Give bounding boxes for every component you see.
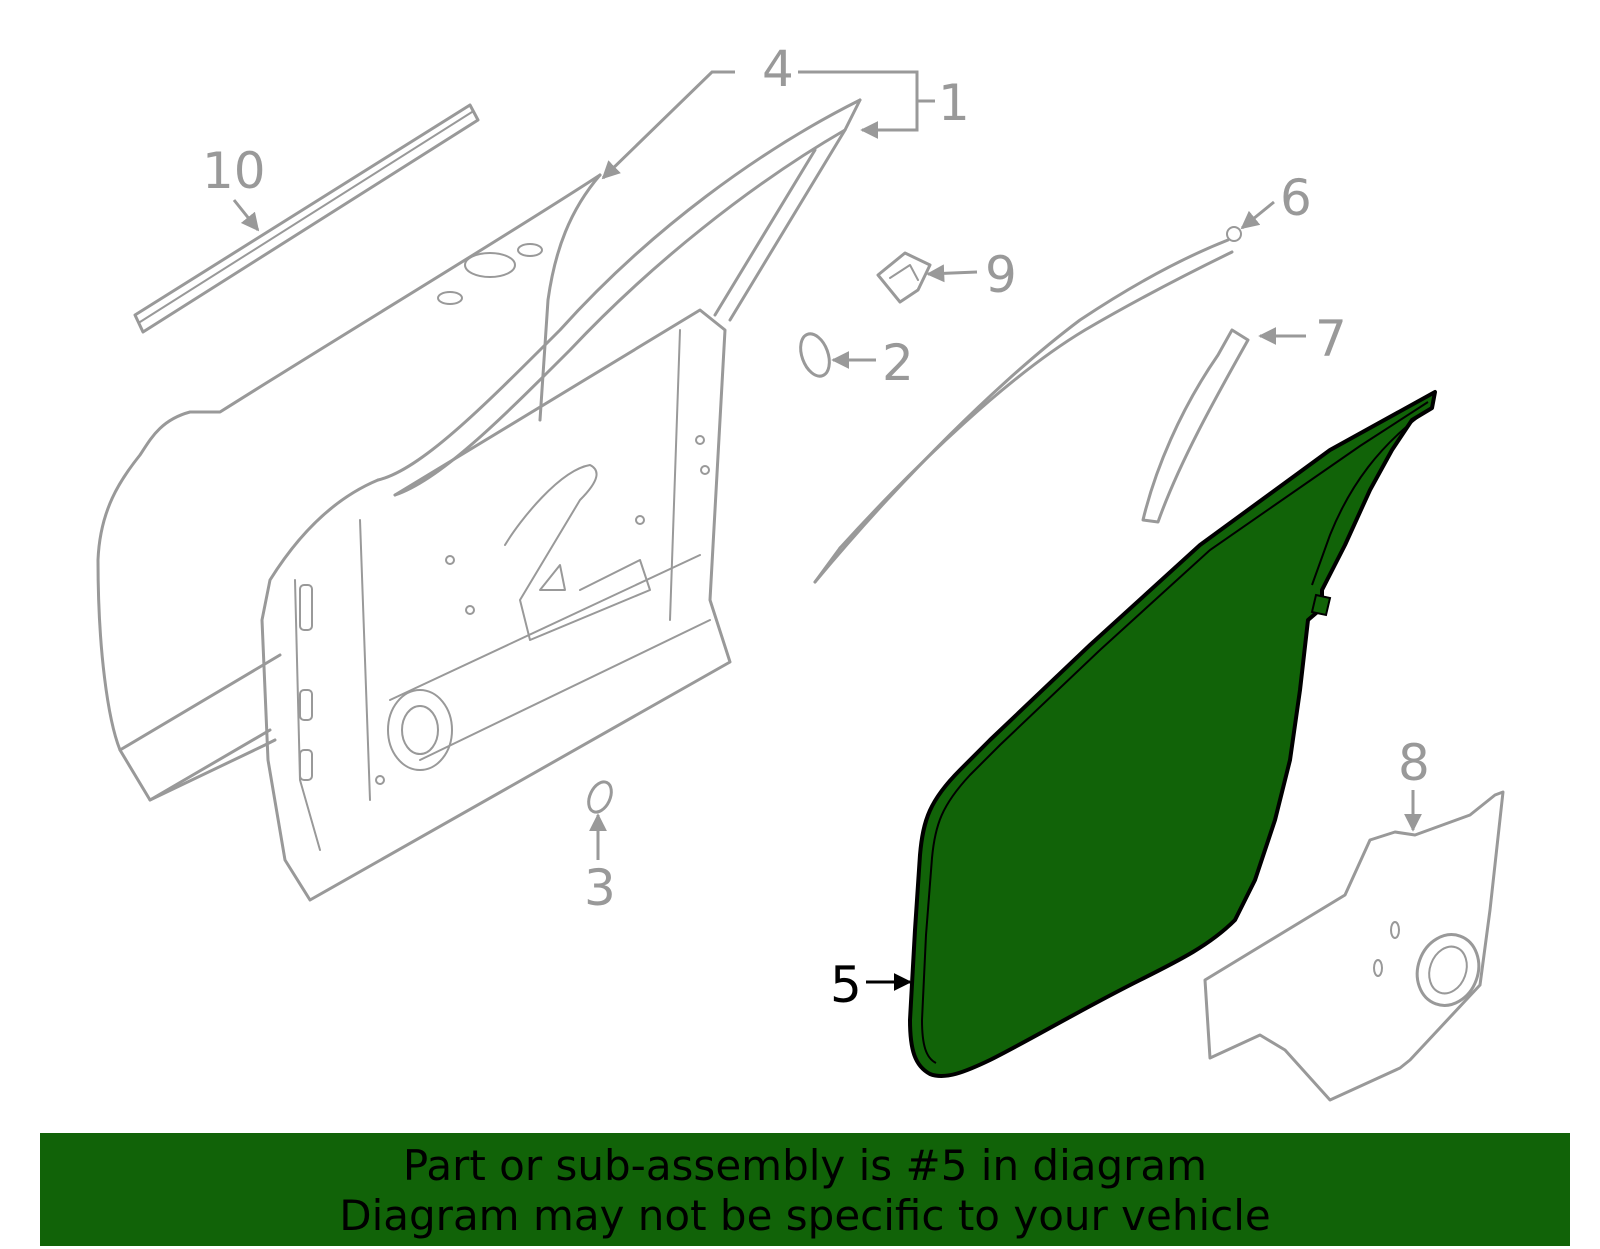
callout-5: 5 xyxy=(830,956,862,1014)
part-1-door-shell xyxy=(96,98,862,902)
parts-diagram: 10 4 1 9 2 6 7 3 8 5 xyxy=(96,40,1505,1102)
callout-4: 4 xyxy=(762,40,794,98)
callout-3: 3 xyxy=(584,859,616,917)
part-9-bracket xyxy=(876,251,932,304)
part-2-grommet xyxy=(799,332,831,378)
part-3-clip xyxy=(587,780,613,814)
callout-7: 7 xyxy=(1315,310,1347,368)
callout-10: 10 xyxy=(202,142,266,200)
callout-labels: 10 4 1 9 2 6 7 3 8 5 xyxy=(202,40,1430,1014)
part-7-trim-strip xyxy=(1141,328,1250,524)
part-5-door-weatherstrip[interactable] xyxy=(908,390,1437,1079)
banner-line-2: Diagram may not be specific to your vehi… xyxy=(339,1191,1271,1240)
part-10-belt-molding xyxy=(133,103,480,334)
callout-2: 2 xyxy=(882,334,914,392)
callout-6: 6 xyxy=(1280,169,1312,227)
banner-line-1: Part or sub-assembly is #5 in diagram xyxy=(402,1141,1208,1190)
callout-9: 9 xyxy=(985,246,1017,304)
callout-leaders xyxy=(232,70,1422,991)
part-6-channel-strip xyxy=(813,226,1242,584)
info-banner: Part or sub-assembly is #5 in diagram Di… xyxy=(40,1133,1570,1246)
part-8-trim-panel xyxy=(1203,790,1505,1102)
callout-1: 1 xyxy=(938,74,970,132)
callout-8: 8 xyxy=(1398,734,1430,792)
